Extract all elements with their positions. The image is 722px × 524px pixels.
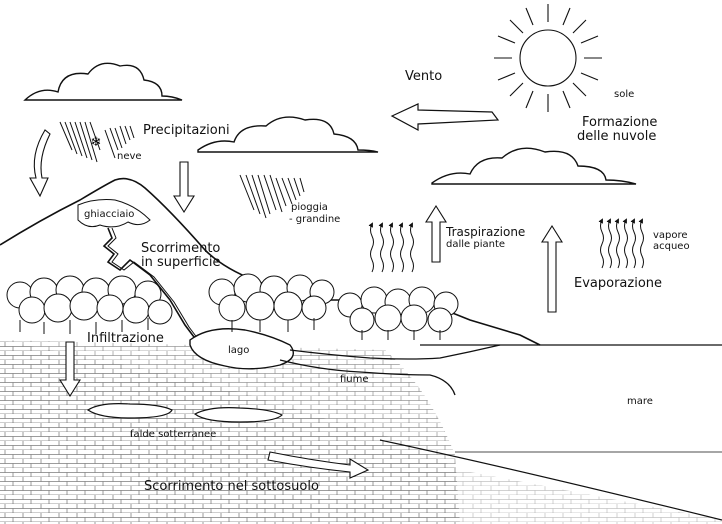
snowflake-icon: ❄	[91, 135, 102, 150]
soil-lower	[0, 340, 722, 524]
glacier	[77, 199, 151, 228]
label-vapore-1: vapore	[653, 230, 688, 241]
label-vento: Vento	[405, 69, 443, 84]
label-ghiacciaio: ghiacciaio	[84, 209, 135, 220]
surface-stream	[102, 227, 201, 346]
label-evaporazione: Evaporazione	[574, 276, 663, 291]
forest-right	[337, 286, 459, 340]
wind-arrow	[390, 103, 500, 132]
label-neve: neve	[117, 151, 142, 162]
evaporation-arrow	[541, 224, 563, 313]
label-formazione-2: delle nuvole	[577, 129, 657, 144]
label-infiltrazione: Infiltrazione	[87, 331, 164, 346]
label-mare: mare	[627, 396, 653, 407]
cloud-formation	[431, 147, 637, 185]
transpiration-arrow	[425, 204, 447, 263]
label-traspirazione-1: Traspirazione	[446, 225, 526, 239]
river	[279, 344, 501, 396]
lake	[189, 328, 294, 370]
label-falde: falde sotterranee	[130, 429, 217, 440]
label-precipitazioni: Precipitazioni	[143, 123, 230, 138]
sea-vapor	[598, 218, 644, 269]
subsurface-arrow	[267, 451, 370, 479]
label-pioggia-1: pioggia	[291, 202, 328, 213]
sun	[494, 4, 602, 112]
snow-arrow	[29, 129, 51, 198]
rain-arrow	[173, 161, 195, 214]
cloud-snow	[23, 62, 183, 101]
aquifer-right	[193, 407, 284, 423]
label-lago: lago	[228, 345, 250, 356]
label-traspirazione-2: dalle piante	[446, 239, 506, 250]
label-scorrimento-superficie-1: Scorrimento	[141, 241, 221, 256]
label-pioggia-2: - grandine	[289, 214, 341, 225]
infiltration-arrow	[59, 341, 81, 398]
aquifer-left	[86, 403, 173, 419]
label-fiume: fiume	[340, 374, 369, 385]
rain-hatching	[239, 174, 305, 219]
sea-floor	[379, 439, 722, 521]
forest-left	[6, 275, 173, 334]
cloud-rain	[197, 116, 379, 153]
snow-hatching	[59, 121, 135, 163]
label-formazione-1: Formazione	[582, 115, 658, 130]
label-scorrimento-superficie-2: in superficie	[141, 255, 221, 270]
forest-middle	[208, 273, 335, 332]
label-vapore-2: acqueo	[653, 241, 690, 252]
transpiration-vapor	[368, 222, 414, 273]
label-sole: sole	[614, 89, 635, 100]
label-scorrimento-sottosuolo: Scorrimento nel sottosuolo	[144, 479, 319, 494]
